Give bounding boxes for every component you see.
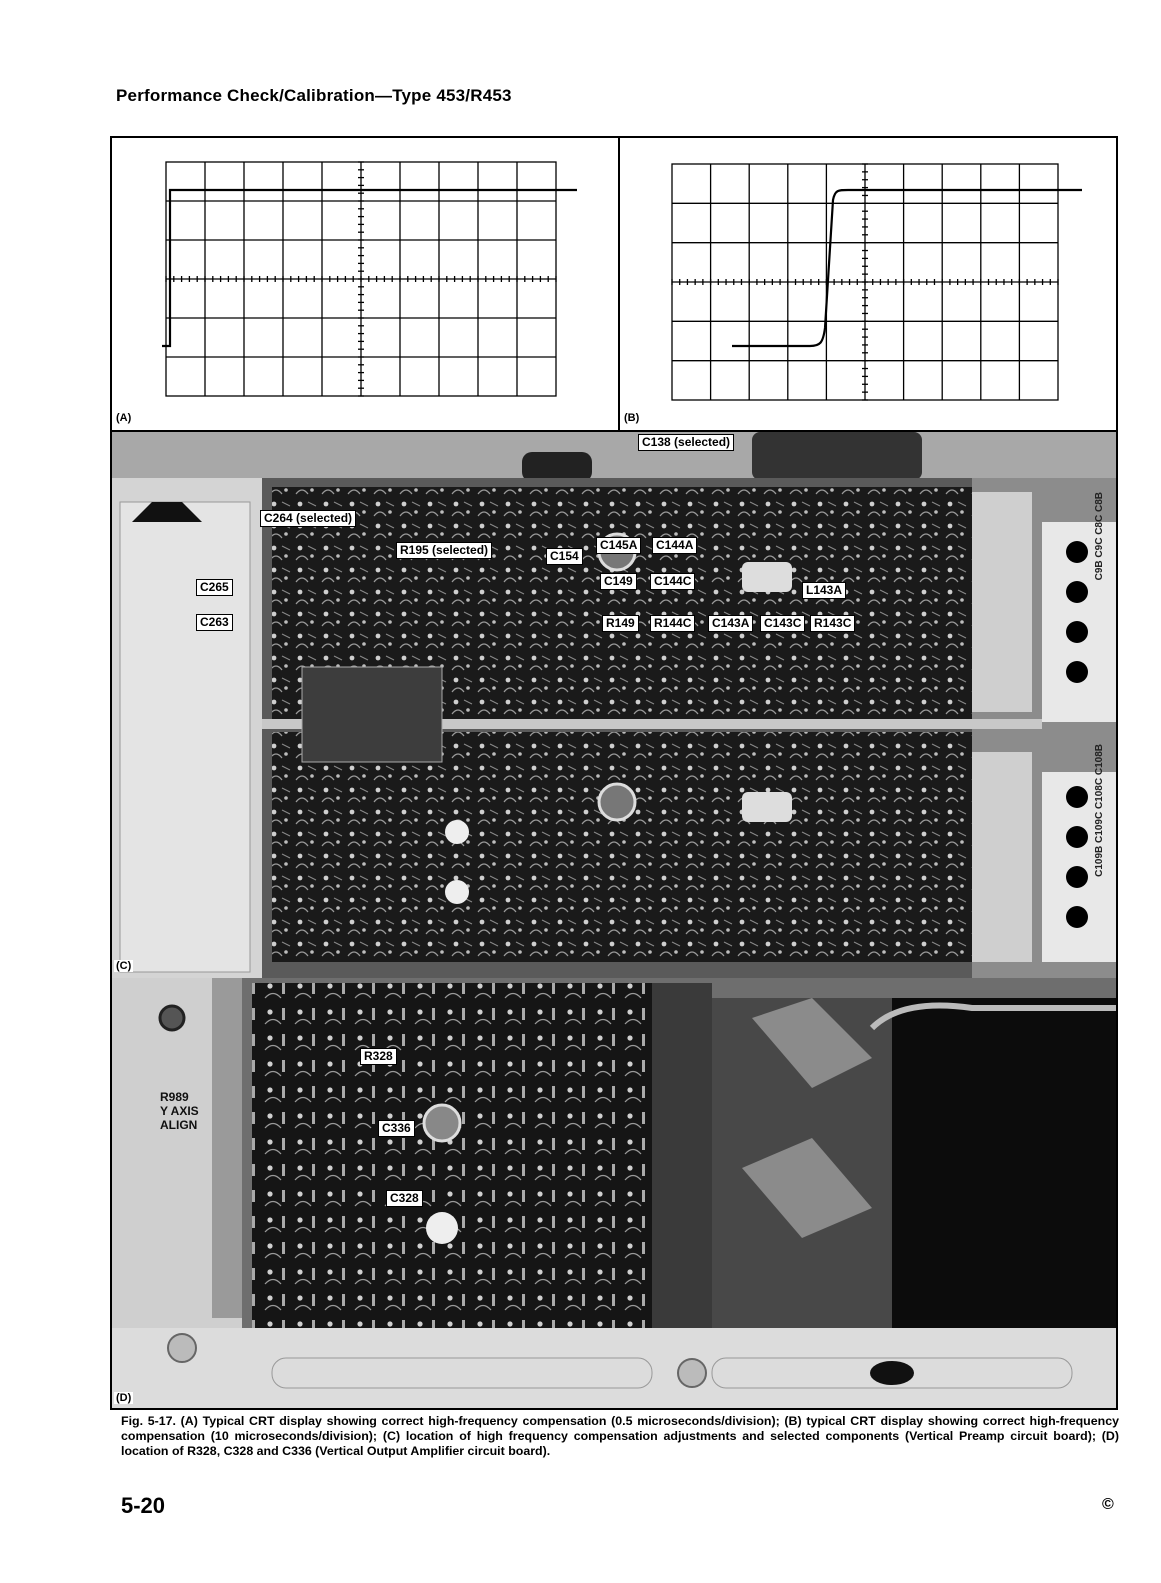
component-label-r195: R195 (selected) bbox=[396, 542, 493, 559]
component-label-c138: C138 (selected) bbox=[638, 434, 735, 451]
figure-5-17: (A) (B) bbox=[110, 136, 1118, 1410]
crt-display-b: (B) bbox=[620, 138, 1116, 430]
crt-display-a: (A) bbox=[112, 138, 620, 430]
page-number: 5-20 bbox=[121, 1493, 166, 1518]
component-label-r149: R149 bbox=[602, 615, 639, 632]
side-cap-labels-bottom: C109B C109C C108C C108B bbox=[1094, 744, 1105, 877]
r989-y-axis-align-label: R989 Y AXIS ALIGN bbox=[160, 1090, 199, 1132]
graticule-b bbox=[671, 163, 1082, 401]
component-label-c149: C149 bbox=[600, 573, 637, 590]
component-label-c143a: C143A bbox=[708, 615, 754, 632]
component-label-l143a: L143A bbox=[802, 582, 847, 599]
panel-label-a: (A) bbox=[114, 412, 134, 424]
component-label-r144c: R144C bbox=[650, 615, 696, 632]
trace-b bbox=[732, 188, 1082, 348]
component-label-c144a: C144A bbox=[652, 537, 698, 554]
panel-label-d: (D) bbox=[114, 1392, 134, 1404]
side-cap-labels-top: C9B C9C C8C C8B bbox=[1094, 492, 1105, 581]
graticule-grid bbox=[671, 163, 1059, 401]
component-label-c336: C336 bbox=[378, 1120, 415, 1137]
component-label-c144c: C144C bbox=[650, 573, 696, 590]
panel-label-c: (C) bbox=[114, 960, 134, 972]
panel-label-b: (B) bbox=[622, 412, 642, 424]
board-photo-c bbox=[112, 432, 1116, 978]
figure-caption: Fig. 5-17. (A) Typical CRT display showi… bbox=[121, 1414, 1119, 1458]
trace-a bbox=[162, 188, 577, 348]
component-label-c143c: C143C bbox=[760, 615, 806, 632]
component-label-r143c: R143C bbox=[810, 615, 856, 632]
component-label-c265: C265 bbox=[196, 579, 233, 596]
page-header: Performance Check/Calibration—Type 453/R… bbox=[116, 86, 512, 105]
component-label-c154: C154 bbox=[546, 548, 583, 565]
copyright-mark: © bbox=[1102, 1496, 1114, 1513]
board-photo-d bbox=[112, 978, 1116, 1408]
photo-vertical-preamp-board: C38 (selected)C45AC44AC54C49C44CL43AR49R… bbox=[112, 430, 1116, 980]
graticule-a bbox=[162, 161, 577, 397]
component-label-c145a: C145A bbox=[596, 537, 642, 554]
component-label-r328: R328 bbox=[360, 1048, 397, 1065]
component-label-c328: C328 bbox=[386, 1190, 423, 1207]
component-label-c264: C264 (selected) bbox=[260, 510, 357, 527]
graticule-grid bbox=[165, 161, 557, 397]
component-label-c263: C263 bbox=[196, 614, 233, 631]
